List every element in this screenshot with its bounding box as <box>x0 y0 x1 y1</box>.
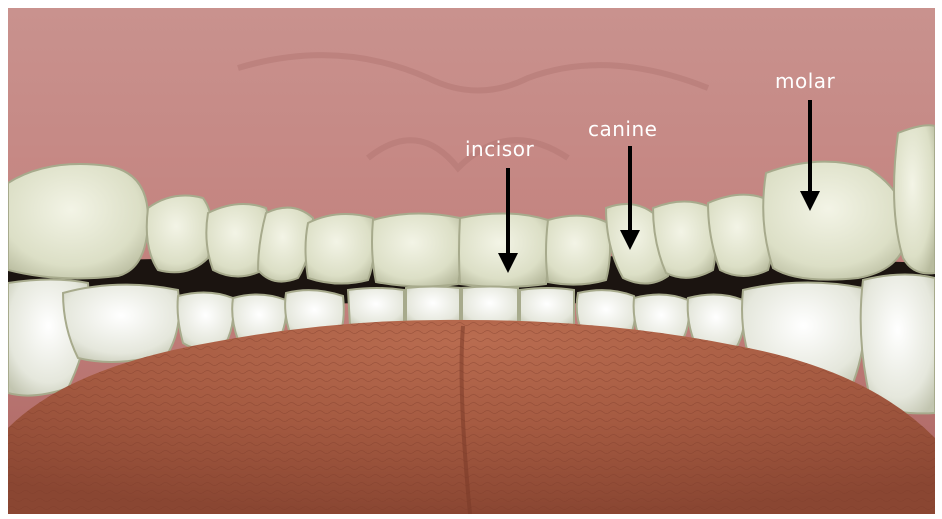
lower-molar-left-2 <box>63 285 179 362</box>
upper-molar-right-2 <box>894 125 935 273</box>
molar-label: molar <box>775 69 836 93</box>
canine-label: canine <box>588 117 657 141</box>
upper-premolar-right-1 <box>653 201 716 277</box>
upper-premolar-left-1 <box>147 196 212 273</box>
mouth-teeth-diagram: incisor canine molar <box>8 8 935 514</box>
upper-molar-left <box>8 164 148 278</box>
upper-incisor-left-2 <box>306 214 375 284</box>
incisor-label: incisor <box>465 137 534 161</box>
upper-incisor-right-2 <box>546 216 610 285</box>
upper-incisor-right-1 <box>459 213 549 287</box>
upper-incisor-left-1 <box>372 213 462 286</box>
